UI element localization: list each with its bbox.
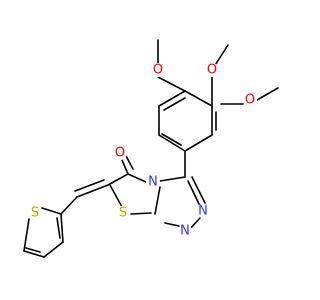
bond-line bbox=[163, 97, 186, 111]
bond-lines bbox=[23, 39, 279, 258]
bond-line bbox=[130, 212, 152, 215]
atom-label-o-methoxy-right: O bbox=[245, 93, 255, 108]
atom-s-thiophene: S bbox=[28, 206, 42, 221]
bond-line bbox=[60, 196, 78, 215]
atom-labels: O O O O N N N S bbox=[28, 63, 257, 239]
atom-n-bridge: N bbox=[146, 175, 160, 190]
molecule-structure: O O O O N N N S bbox=[23, 39, 279, 258]
bond-line bbox=[154, 186, 161, 215]
atom-s-thiazole: S bbox=[116, 206, 130, 221]
bond-line bbox=[125, 155, 134, 170]
bond-line bbox=[23, 218, 30, 252]
bond-line bbox=[127, 173, 147, 183]
bond-line bbox=[164, 222, 180, 227]
atom-o-methoxy-right: O bbox=[243, 93, 257, 108]
atom-label-s-thiazole: S bbox=[119, 206, 127, 221]
bond-line bbox=[121, 159, 129, 175]
atom-label-o-carbonyl: O bbox=[115, 146, 125, 161]
bond-line bbox=[107, 173, 129, 186]
bond-line bbox=[43, 241, 64, 258]
bond-line bbox=[157, 76, 186, 92]
bond-line bbox=[76, 184, 109, 198]
bond-line bbox=[23, 250, 45, 258]
atom-label-o-methoxy-top: O bbox=[153, 63, 163, 78]
bond-line bbox=[41, 207, 62, 215]
bond-line bbox=[191, 176, 206, 204]
atom-o-methoxy-top: O bbox=[151, 63, 165, 78]
atom-label-s-thiophene: S bbox=[31, 206, 39, 221]
bond-line bbox=[56, 217, 61, 239]
bond-line bbox=[184, 134, 213, 152]
bond-line bbox=[60, 213, 64, 243]
atom-o-methoxy-middle: O bbox=[205, 63, 219, 78]
bond-line bbox=[256, 87, 279, 101]
atom-label-n-triazole-upper: N bbox=[198, 204, 208, 219]
bond-line bbox=[109, 184, 123, 208]
bond-line bbox=[74, 179, 105, 192]
atom-o-carbonyl: O bbox=[113, 146, 127, 161]
bond-line bbox=[158, 134, 186, 152]
atom-n-triazole-upper: N bbox=[196, 204, 210, 219]
bond-line bbox=[158, 90, 186, 107]
atom-label-n-bridge: N bbox=[148, 175, 158, 190]
atom-n-triazole-lower: N bbox=[178, 224, 192, 239]
bond-line bbox=[184, 90, 213, 107]
bond-line bbox=[161, 133, 182, 146]
bond-line bbox=[25, 247, 41, 253]
atom-label-o-methoxy-middle: O bbox=[207, 63, 217, 78]
atom-label-n-triazole-lower: N bbox=[180, 224, 190, 239]
bond-line bbox=[159, 176, 186, 182]
bond-line bbox=[187, 180, 200, 205]
